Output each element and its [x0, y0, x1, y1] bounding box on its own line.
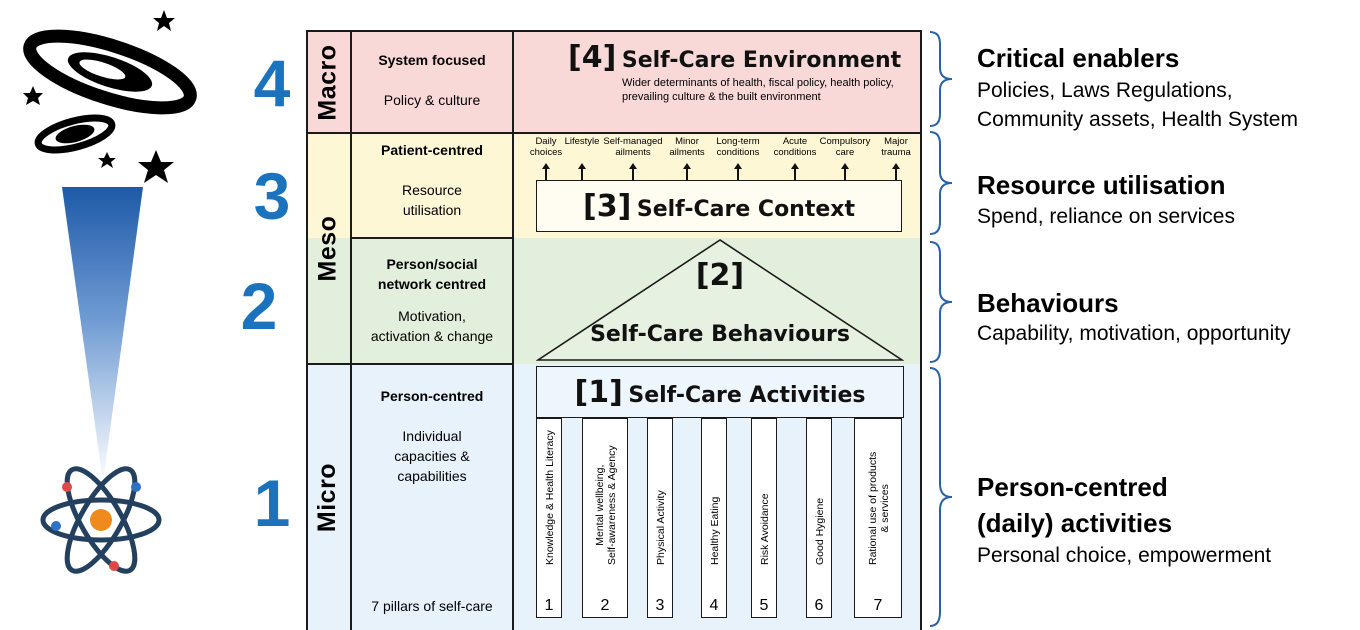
pillar-6: Good Hygiene 6 [806, 418, 832, 618]
scale-meso: Meso [313, 215, 342, 282]
pillar-number: 2 [600, 597, 610, 614]
pillar-1: Knowledge & Health Literacy 1 [536, 418, 562, 618]
band-macro [306, 30, 922, 132]
activities-title: [1] Self-Care Activities [574, 374, 866, 410]
pillar-label: Good Hygiene [814, 497, 826, 565]
pillar-number: 5 [759, 597, 769, 614]
resource-heading: Resource utilisation [977, 170, 1226, 200]
pillar-label: Mental wellbeing,Self-awareness & Agency [594, 445, 618, 565]
focus-level-2: Person/social network centred Motivation… [370, 256, 494, 344]
level-number-2: 2 [240, 269, 278, 343]
divider-focus [512, 30, 514, 630]
pillar-label: Rational use of products& services [867, 451, 891, 565]
level-number-4: 4 [253, 46, 291, 120]
brace-behaviours [929, 241, 953, 363]
enablers-line-1: Policies, Laws Regulations, [977, 79, 1233, 102]
level-number-3: 3 [253, 159, 291, 233]
context-arrow [578, 163, 586, 180]
enablers-line-2: Community assets, Health System [977, 108, 1298, 131]
light-beam-icon [62, 187, 143, 482]
pillar-7: Rational use of products& services 7 [854, 418, 902, 618]
star-icon [23, 86, 43, 105]
brace-resource [929, 131, 953, 235]
context-arrow [841, 163, 849, 180]
context-arrow [542, 163, 550, 180]
brace-enablers [929, 31, 953, 127]
focus-level-4: System focused Policy & culture [378, 52, 486, 108]
pillar-number: 1 [544, 597, 554, 614]
context-arrow [629, 163, 637, 180]
pillar-4: Healthy Eating 4 [701, 418, 727, 618]
context-arrow [734, 163, 742, 180]
pillar-label: Knowledge & Health Literacy [544, 430, 556, 565]
behaviours-heading: Behaviours [977, 288, 1119, 318]
environment-title: [4] Self-Care Environment [568, 40, 902, 75]
brace-activities [929, 367, 953, 627]
pillar-number: 7 [873, 597, 883, 614]
frame-right [920, 30, 922, 630]
context-arrow [892, 163, 900, 180]
enablers-heading: Critical enablers [977, 43, 1180, 73]
scale-macro: Macro [313, 43, 342, 121]
behaviours-number: [2] [695, 258, 745, 293]
star-icon [153, 10, 175, 31]
divider-micro [306, 363, 514, 365]
context-item: Lifestyle [564, 136, 600, 147]
frame-left [306, 30, 308, 630]
resource-line-1: Spend, reliance on services [977, 205, 1235, 228]
pillar-2: Mental wellbeing,Self-awareness & Agency… [582, 418, 628, 618]
context-arrow [683, 163, 691, 180]
divider-meso-inner [350, 237, 514, 239]
behaviours-title: Self-Care Behaviours [590, 322, 850, 347]
pillar-label: Physical Activity [655, 490, 667, 565]
pillars-footnote: 7 pillars of self-care [371, 598, 493, 614]
scale-micro: Micro [313, 462, 342, 533]
star-icon [98, 152, 116, 168]
cosmos-illustration [23, 10, 197, 574]
context-title: [3] Self-Care Context [583, 188, 855, 224]
divider-scale [350, 30, 352, 630]
context-box: [3] Self-Care Context [536, 180, 902, 232]
behaviours-triangle [536, 239, 904, 361]
activities-heading-1: Person-centred [977, 472, 1168, 502]
divider-macro [306, 132, 922, 134]
context-arrow [791, 163, 799, 180]
activities-heading-2: (daily) activities [977, 508, 1173, 538]
activities-box: [1] Self-Care Activities [536, 366, 904, 418]
pillar-label: Risk Avoidance [759, 493, 771, 565]
focus-level-1: Person-centred Individual capacities & c… [380, 388, 484, 484]
pillar-3: Physical Activity 3 [647, 418, 673, 618]
environment-description: Wider determinants of health, fiscal pol… [622, 77, 894, 103]
star-icon [138, 150, 174, 183]
pillar-number: 4 [709, 597, 719, 614]
pillar-5: Risk Avoidance 5 [751, 418, 777, 618]
focus-level-3: Patient-centred Resource utilisation [381, 142, 483, 218]
galaxy-icon [23, 29, 197, 115]
level-number-1: 1 [253, 466, 291, 540]
activities-line-1: Personal choice, empowerment [977, 544, 1272, 567]
atom-icon [40, 466, 162, 574]
frame-top [306, 30, 922, 32]
pillar-number: 6 [814, 597, 824, 614]
behaviours-line-1: Capability, motivation, opportunity [977, 322, 1291, 345]
self-care-framework: Macro Meso Micro System focused Policy &… [306, 30, 922, 630]
pillar-label: Healthy Eating [709, 496, 721, 565]
pillar-number: 3 [655, 597, 665, 614]
galaxy-icon [34, 114, 116, 154]
